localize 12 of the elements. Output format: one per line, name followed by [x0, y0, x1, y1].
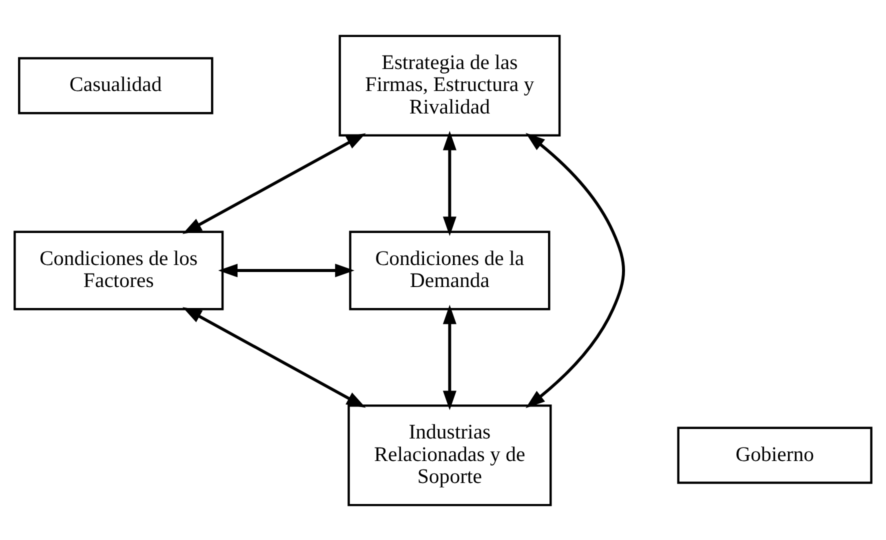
node-box: Condiciones de la Demanda	[349, 230, 550, 310]
arrow	[182, 306, 366, 408]
node-box: Estrategia de las Firmas, Estructura y Rivalidad	[338, 34, 561, 136]
node-box: Condiciones de los Factores	[14, 230, 224, 310]
arrow	[182, 132, 366, 234]
node-box: Casualidad	[18, 56, 214, 114]
node-box: Gobierno	[677, 426, 872, 484]
arrow	[218, 263, 354, 277]
node-box: Industrias Relacionadas y de Soporte	[348, 404, 552, 506]
arrow	[442, 304, 456, 410]
arrow	[526, 132, 625, 408]
arrow	[442, 130, 456, 236]
